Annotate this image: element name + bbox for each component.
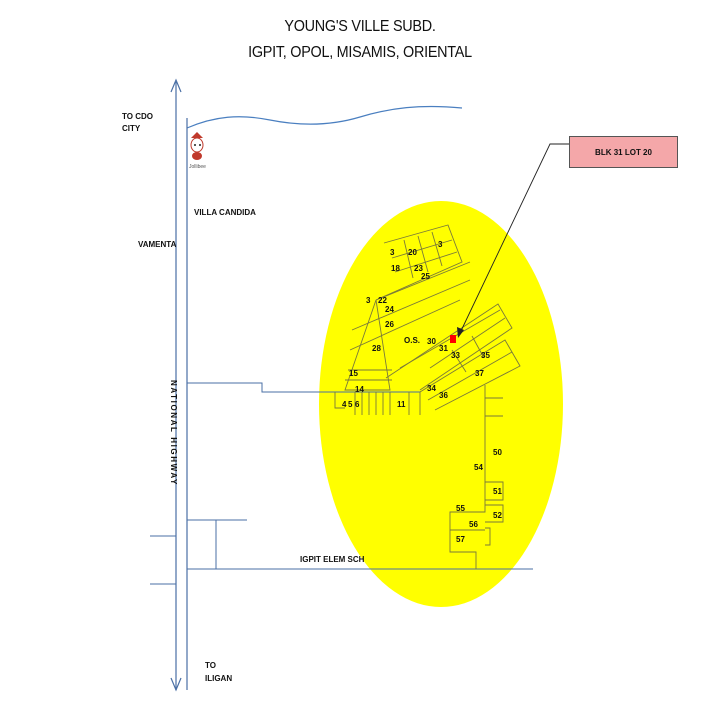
national-highway-road — [170, 78, 188, 692]
block-number: 20 — [408, 248, 417, 257]
block-number: 50 — [493, 448, 502, 457]
block-number: 18 — [391, 264, 400, 273]
map-title: YOUNG'S VILLE SUBD. — [284, 18, 436, 35]
igpit-school-label: IGPIT ELEM SCH — [300, 555, 365, 564]
block-number: 57 — [456, 535, 465, 544]
arrow-icon — [457, 143, 569, 338]
jollibee-mascot-icon — [190, 132, 204, 160]
block-number: 54 — [474, 463, 483, 472]
block-number: 24 — [385, 305, 394, 314]
block-number: 3 — [366, 296, 371, 305]
subdivision-highlight — [319, 201, 563, 607]
villa-candida-label: VILLA CANDIDA — [194, 208, 256, 217]
to-iligan-label: TO — [205, 661, 216, 670]
block-number: 6 — [355, 400, 360, 409]
to-cdo-city-label: CITY — [122, 124, 141, 133]
block-number: 22 — [378, 296, 387, 305]
block-number: 31 — [439, 344, 448, 353]
block-number: 5 — [348, 400, 353, 409]
block-number: 55 — [456, 504, 465, 513]
block-number: 37 — [475, 369, 484, 378]
vamenta-label: VAMENTA — [138, 240, 177, 249]
block-number: 23 — [414, 264, 423, 273]
national-highway-label: NATIONAL HIGHWAY — [169, 380, 178, 486]
open-space-label: O.S. — [404, 336, 420, 345]
block-number: 34 — [427, 384, 436, 393]
block-number: 35 — [481, 351, 490, 360]
jollibee-label: Jollibee — [189, 164, 206, 170]
to-cdo-label: TO CDO — [122, 112, 153, 121]
block-number: 30 — [427, 337, 436, 346]
block-numbers: 3 20 3 18 23 25 3 22 24 26 28 30 31 33 3… — [342, 240, 502, 544]
block-number: 25 — [421, 272, 430, 281]
block-number: 11 — [397, 400, 406, 409]
subdivision-lots — [334, 224, 521, 569]
block-number: 4 — [342, 400, 347, 409]
block-number: 51 — [493, 487, 502, 496]
block-number: 26 — [385, 320, 394, 329]
map-subtitle: IGPIT, OPOL, MISAMIS, ORIENTAL — [248, 44, 472, 61]
block-number: 33 — [451, 351, 460, 360]
block-number: 14 — [355, 385, 364, 394]
side-roads — [150, 382, 533, 585]
block-number: 28 — [372, 344, 381, 353]
to-iligan-city-label: ILIGAN — [205, 674, 232, 683]
block-number: 15 — [349, 369, 358, 378]
block-number: 52 — [493, 511, 502, 520]
block-number: 36 — [439, 391, 448, 400]
river — [186, 105, 463, 129]
block-number: 3 — [438, 240, 443, 249]
target-lot-callout: BLK 31 LOT 20 — [569, 136, 678, 168]
block-number: 56 — [469, 520, 478, 529]
block-number: 3 — [390, 248, 395, 257]
lot-marker-icon — [450, 335, 456, 343]
